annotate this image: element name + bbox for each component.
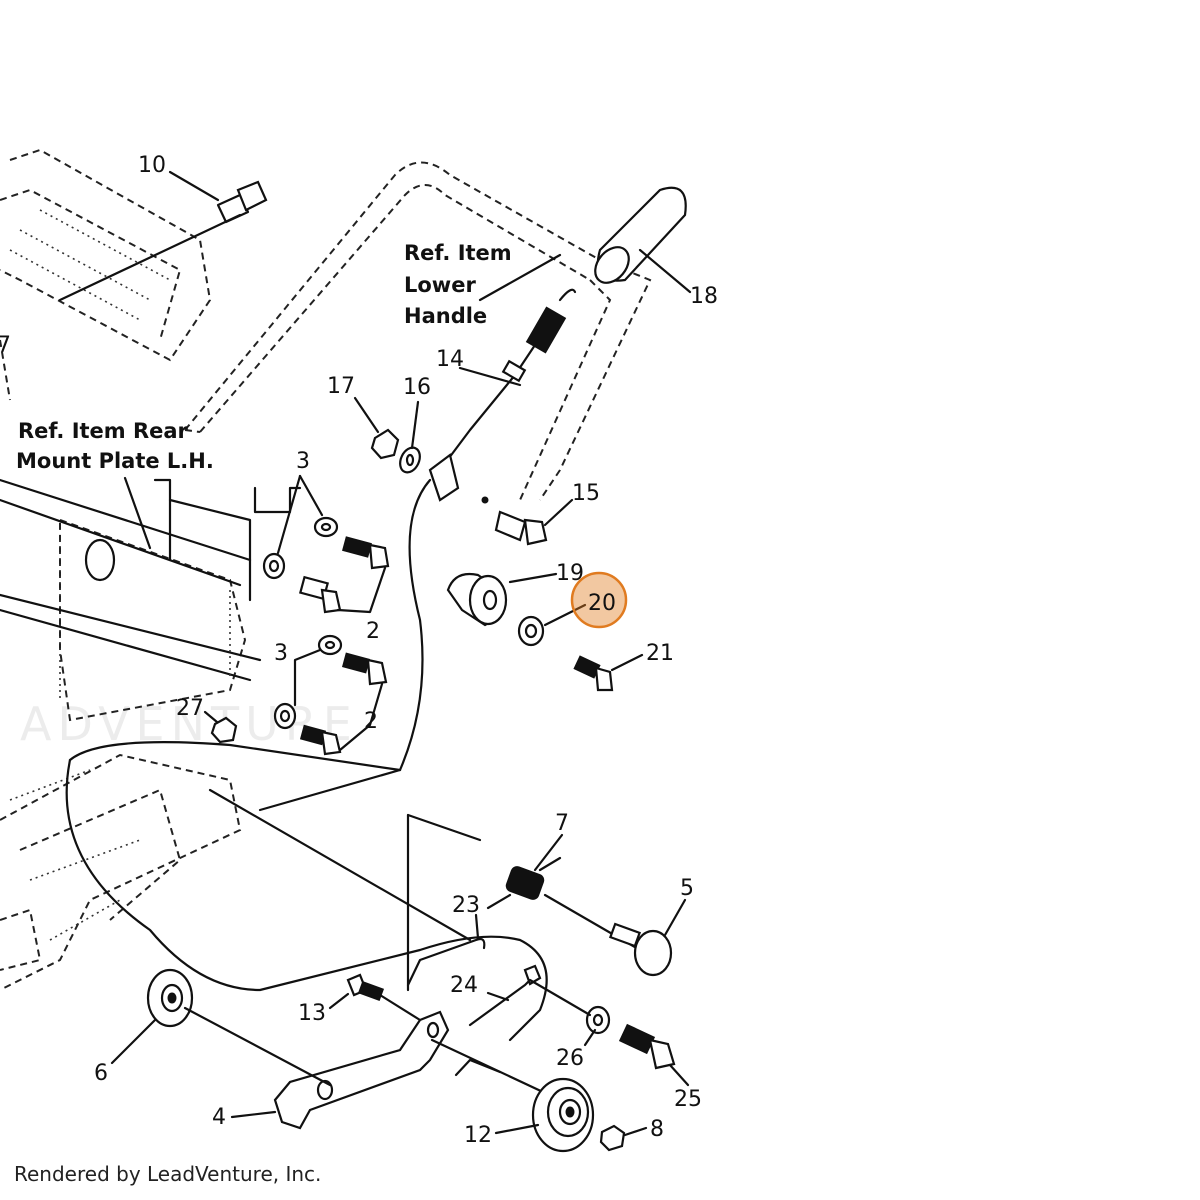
leader-21 <box>610 653 644 672</box>
leader-lower-handle <box>478 253 562 302</box>
washer-20 <box>517 615 545 647</box>
callout-10: 10 <box>138 153 166 178</box>
washer-3c <box>317 634 343 656</box>
pulley-12 <box>430 1038 595 1153</box>
rod-24 <box>468 964 542 1027</box>
ref-label-rear-mount-1: Ref. Item Rear <box>18 419 189 443</box>
callout-24: 24 <box>450 973 478 998</box>
callout-8: 8 <box>650 1117 664 1142</box>
bolt-21 <box>573 655 614 692</box>
bolt-2c <box>341 652 388 686</box>
rod-23 <box>406 937 486 987</box>
leader-6 <box>110 1018 157 1065</box>
leader-27 <box>203 710 219 724</box>
callout-26: 26 <box>556 1046 584 1071</box>
ref-label-lower-handle-1: Ref. Item <box>404 241 512 265</box>
highlight-marker-20[interactable] <box>570 571 628 629</box>
leader-rear-mount <box>123 476 152 550</box>
leader-5 <box>663 898 687 937</box>
callout-6: 6 <box>94 1061 108 1086</box>
axis-26 <box>528 978 592 1017</box>
callout-3a: 3 <box>296 449 310 474</box>
ref-label-lower-handle-3: Handle <box>404 304 487 328</box>
callout-16: 16 <box>403 375 431 400</box>
callout-19: 19 <box>556 561 584 586</box>
leader-8 <box>623 1126 648 1137</box>
callout-21: 21 <box>646 641 674 666</box>
leader-2a <box>336 566 387 614</box>
leader-3b <box>293 648 322 707</box>
callout-27: 27 <box>176 696 204 721</box>
grip-18 <box>594 186 692 294</box>
leader-24 <box>486 991 510 1002</box>
callout-5: 5 <box>680 876 694 901</box>
leader-25 <box>668 1063 690 1087</box>
bracket-4 <box>273 1010 502 1130</box>
leader-10 <box>168 170 220 202</box>
washer-26 <box>585 1005 611 1035</box>
callout-3b: 3 <box>274 641 288 666</box>
leader-23 <box>474 913 480 940</box>
footer-credit: Rendered by LeadVenture, Inc. <box>14 1162 322 1186</box>
rear-mount-plate <box>0 478 302 722</box>
leader-2b <box>338 682 384 752</box>
bushing-19 <box>446 572 508 627</box>
callout-17: 17 <box>327 374 355 399</box>
lower-frame <box>0 741 548 1042</box>
leader-12 <box>494 1123 540 1135</box>
callout-20: 20 <box>588 591 616 616</box>
callout-7: 7 <box>555 811 569 836</box>
spring-7 <box>486 856 562 910</box>
ref-label-lower-handle-2: Lower <box>404 273 476 297</box>
upper-housing <box>0 148 212 401</box>
callout-14: 14 <box>436 347 464 372</box>
bolt-10 <box>58 180 268 302</box>
bolt-15 <box>481 496 548 546</box>
nut-17 <box>370 428 400 460</box>
leader-4 <box>230 1110 277 1119</box>
washer-3d <box>273 702 297 730</box>
washer-16 <box>399 446 421 474</box>
leader-17 <box>353 396 380 434</box>
leader-15 <box>543 498 574 527</box>
bolt-5 <box>543 893 673 977</box>
bolt-13 <box>346 973 422 1022</box>
leader-14 <box>458 366 522 387</box>
leader-26 <box>583 1028 597 1047</box>
callout-13: 13 <box>298 1001 326 1026</box>
callout-25: 25 <box>674 1087 702 1112</box>
callout-2b: 2 <box>364 709 378 734</box>
callout-12: 12 <box>464 1123 492 1148</box>
cable-14 <box>398 288 577 772</box>
nut-27 <box>210 716 238 744</box>
bolt-2b <box>298 575 342 614</box>
pulley-6 <box>146 968 332 1087</box>
leader-19 <box>508 572 558 584</box>
callout-7-edge: 7 <box>0 333 11 358</box>
leader-16 <box>410 400 420 450</box>
callout-2a: 2 <box>366 619 380 644</box>
leader-3a-2 <box>276 474 302 555</box>
washer-3b <box>262 552 286 580</box>
leader-7 <box>533 833 564 872</box>
callout-4: 4 <box>212 1105 226 1130</box>
washer-3a <box>313 516 339 538</box>
bolt-2d <box>299 724 342 756</box>
callout-23: 23 <box>452 893 480 918</box>
callout-18: 18 <box>690 284 718 309</box>
bolt-2a <box>342 536 390 570</box>
idler-rod <box>208 788 472 942</box>
nut-8 <box>599 1124 626 1152</box>
leader-3a-1 <box>298 474 324 517</box>
leader-20 <box>543 603 587 627</box>
bolt-25 <box>618 1023 676 1070</box>
callout-15: 15 <box>572 481 600 506</box>
leader-13 <box>328 992 350 1010</box>
ref-label-rear-mount-2: Mount Plate L.H. <box>16 449 214 473</box>
